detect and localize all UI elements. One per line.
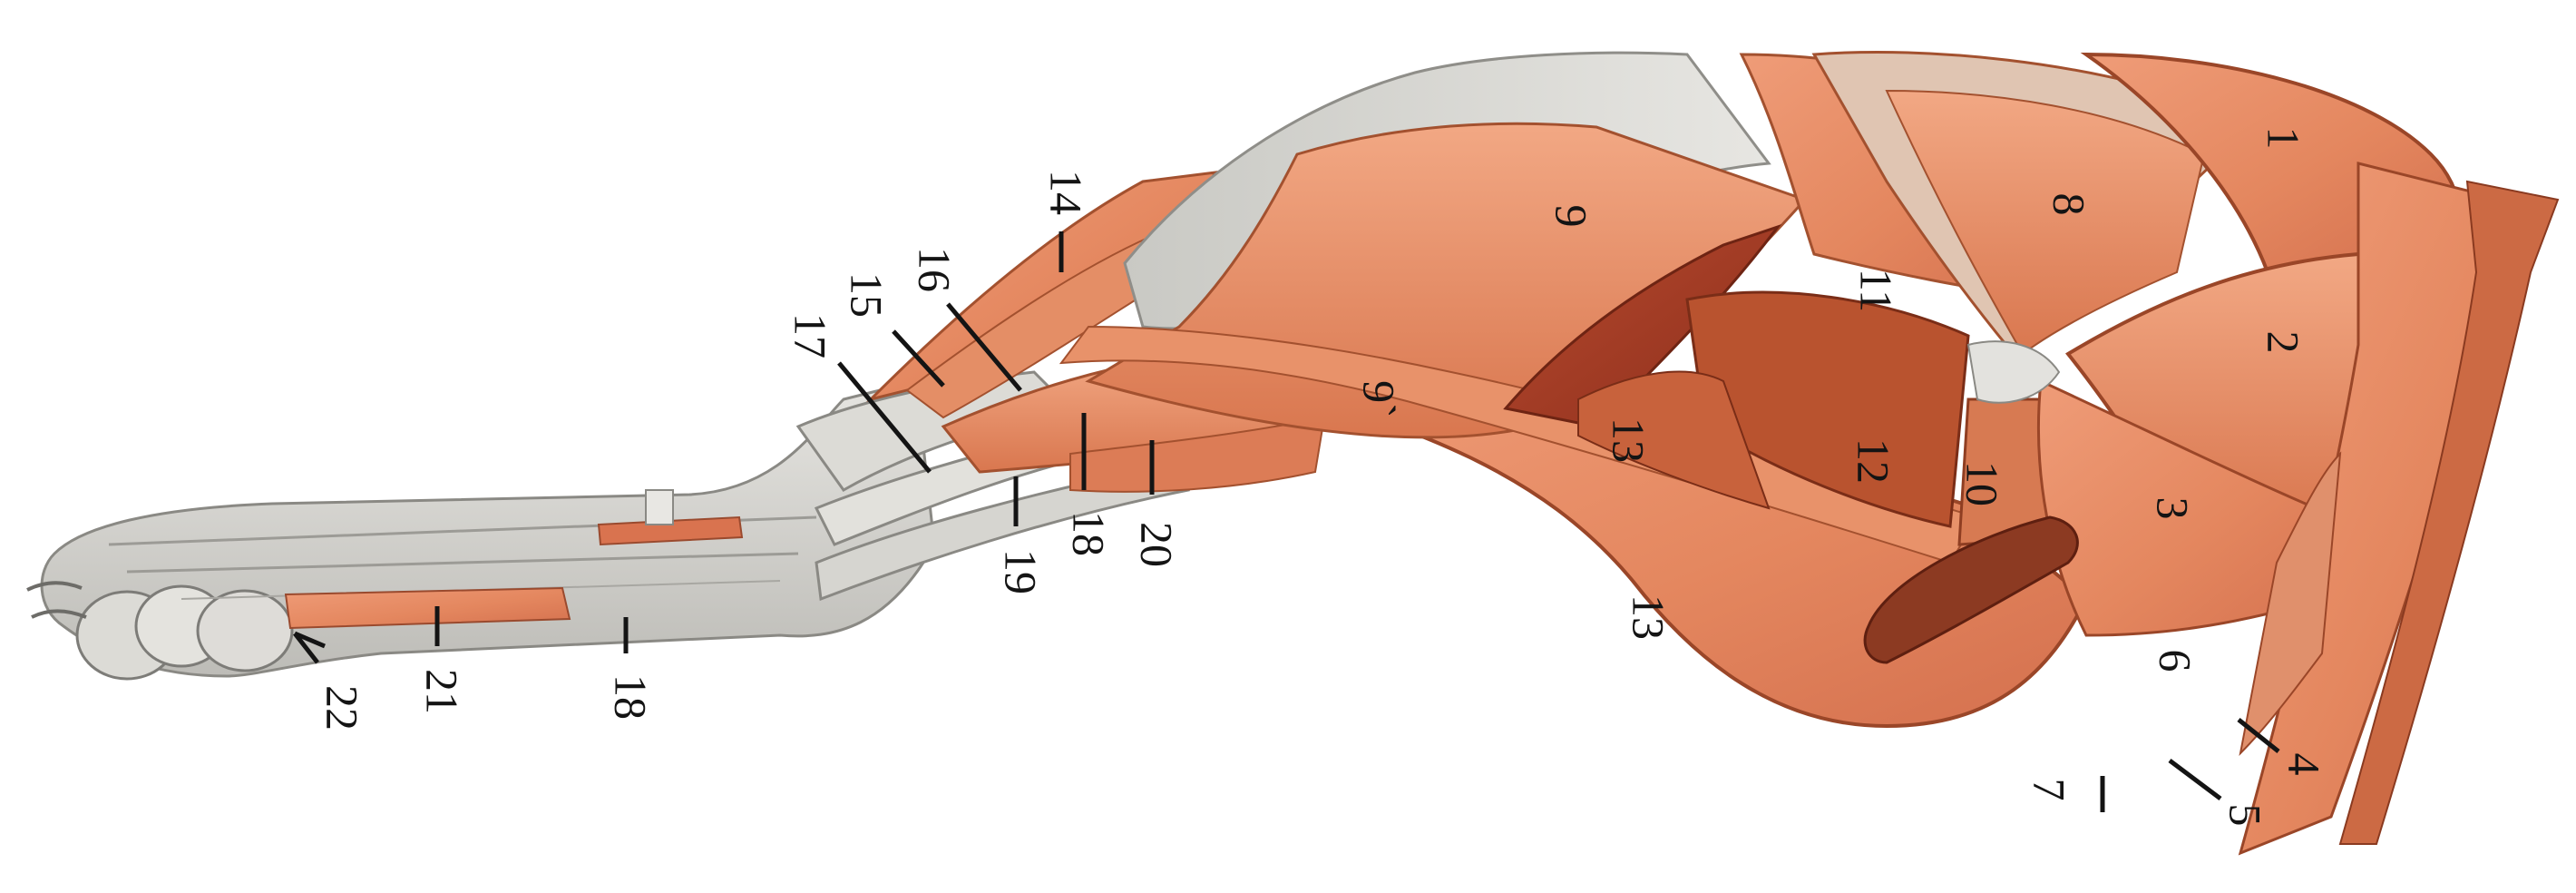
label-6: 6 [2151,650,2201,672]
label-22: 22 [317,685,368,731]
leader-16 [946,302,1022,392]
label-5: 5 [2220,804,2271,827]
label-11: 11 [1851,269,1902,312]
label-9: 9 [1547,205,1597,228]
label-14: 14 [1041,170,1092,215]
label-4: 4 [2279,753,2330,776]
leader-22b [293,632,319,664]
leader-15 [892,329,945,388]
label-1: 1 [2259,127,2309,150]
label-12: 12 [1849,438,1899,484]
figure-labels: 1 2 3 4 5 6 7 8 9 9` 10 11 12 13 13 14 1… [317,127,2330,827]
label-18-upper: 18 [1064,511,1115,556]
label-15: 15 [842,272,893,318]
label-18-lower: 18 [606,674,657,720]
label-13-lower: 13 [1624,594,1674,640]
label-8: 8 [2044,193,2095,216]
label-20: 20 [1132,522,1183,567]
crus-muscles [866,171,1326,493]
thigh-muscles [1059,50,2560,856]
label-2: 2 [2259,331,2309,354]
label-10: 10 [1957,461,2008,506]
leader-22 [294,631,326,649]
label-21: 21 [417,669,468,714]
leader-4 [2237,718,2280,753]
leader-17 [837,361,932,474]
label-13-upper: 13 [1604,417,1654,463]
label-16: 16 [910,247,961,292]
digital-muscle-strips [284,489,744,630]
label-19: 19 [996,549,1047,594]
label-17: 17 [785,313,836,358]
leader-5 [2168,759,2222,800]
label-9-prime: 9` [1354,380,1405,418]
leader-lines [293,231,2280,812]
label-7: 7 [2025,779,2075,801]
label-3: 3 [2148,497,2199,520]
